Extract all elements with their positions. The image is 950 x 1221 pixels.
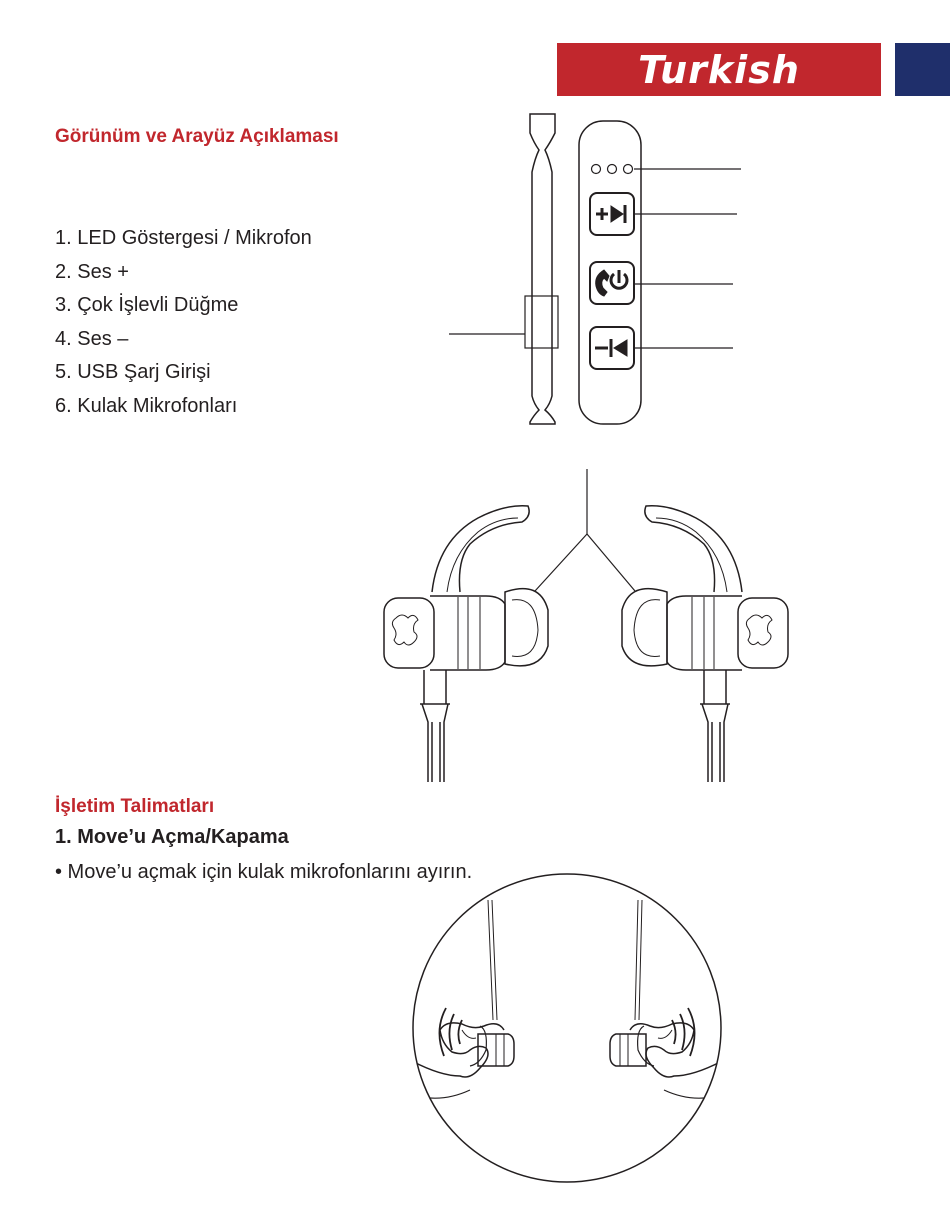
right-earbud-face [738, 598, 788, 668]
right-motion-marks [672, 1008, 695, 1056]
led-dot-1 [592, 165, 601, 174]
right-cable [700, 670, 730, 782]
step1-title: 1. Move’u Açma/Kapama [55, 826, 289, 849]
right-cable-line [635, 900, 642, 1020]
usb-port [525, 296, 558, 348]
left-earbud-logo-icon [392, 615, 418, 645]
phone-power-icon [596, 270, 627, 296]
separate-earbuds-illustration [0, 880, 950, 1220]
operation-title: İşletim Talimatları [55, 796, 214, 818]
right-ear-hook [645, 506, 742, 592]
left-earbud-face [384, 598, 434, 668]
left-cable [420, 670, 450, 782]
led-dot-3 [624, 165, 633, 174]
left-motion-marks [439, 1008, 462, 1056]
volume-up-button [590, 193, 634, 235]
right-earbud-logo-icon [746, 615, 772, 645]
earbuds-callout-left [535, 534, 587, 591]
left-hand [410, 1023, 504, 1077]
right-earbud [622, 506, 788, 782]
multifunction-button [590, 262, 634, 304]
left-ear-hook [432, 506, 529, 592]
volume-down-button [590, 327, 634, 369]
right-hand [630, 1023, 724, 1077]
module-side-view [530, 114, 555, 424]
earbuds-callout-right [587, 534, 635, 591]
plus-next-track-icon [596, 205, 625, 223]
earbuds-diagram [0, 460, 950, 800]
led-dot-2 [608, 165, 617, 174]
minus-previous-track-icon [595, 339, 627, 357]
control-unit-diagram [0, 0, 950, 450]
left-cable-line [488, 900, 497, 1020]
left-earbud [384, 506, 548, 782]
